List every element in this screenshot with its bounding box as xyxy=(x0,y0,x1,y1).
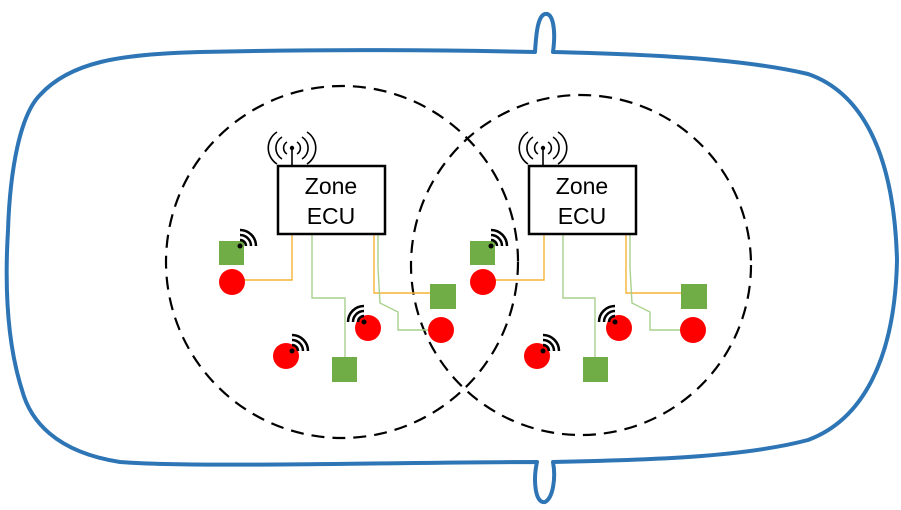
wireless-signal-icon xyxy=(540,333,561,354)
zone-ecu-box: Zone ECU xyxy=(527,164,638,236)
zone-boundary-right xyxy=(409,93,753,437)
sensor-node-circle xyxy=(470,269,496,295)
antenna-icon xyxy=(518,131,568,166)
zone-1: Zone ECU xyxy=(219,131,456,382)
wire-green xyxy=(311,234,346,370)
wire-orange xyxy=(625,234,692,294)
wire-orange xyxy=(373,234,440,294)
sensor-node-square xyxy=(583,357,608,382)
zone-boundary-left xyxy=(164,84,520,440)
wire-orange xyxy=(483,234,545,281)
wire-green xyxy=(562,234,596,370)
ecu-label-line2: ECU xyxy=(558,203,607,229)
antenna-icon xyxy=(267,131,317,166)
wireless-signal-icon xyxy=(597,304,618,325)
wireless-signal-icon xyxy=(346,304,367,325)
wireless-signal-icon xyxy=(488,228,509,249)
zone-2-wires xyxy=(483,234,692,370)
ecu-label-line1: Zone xyxy=(556,173,608,199)
sensor-node-circle xyxy=(428,317,454,343)
wire-orange xyxy=(232,234,293,281)
zone-2: Zone ECU xyxy=(470,131,707,382)
wireless-signal-icon xyxy=(237,228,258,249)
zone-1-wires xyxy=(232,234,440,370)
sensor-node-square xyxy=(332,357,357,382)
wireless-signal-icon xyxy=(289,333,310,354)
wire-green xyxy=(377,234,440,331)
ecu-label-line1: Zone xyxy=(305,173,357,199)
sensor-node-square xyxy=(430,284,456,309)
sensor-node-square xyxy=(681,284,707,309)
wire-green xyxy=(629,234,692,331)
car-outline xyxy=(4,11,899,504)
sensor-node-circle xyxy=(606,315,632,341)
sensor-node-circle xyxy=(680,317,706,343)
sensor-node-circle xyxy=(355,315,381,341)
sensor-node-circle xyxy=(219,269,245,295)
ecu-label-line2: ECU xyxy=(307,203,356,229)
zone-ecu-box: Zone ECU xyxy=(276,164,387,236)
